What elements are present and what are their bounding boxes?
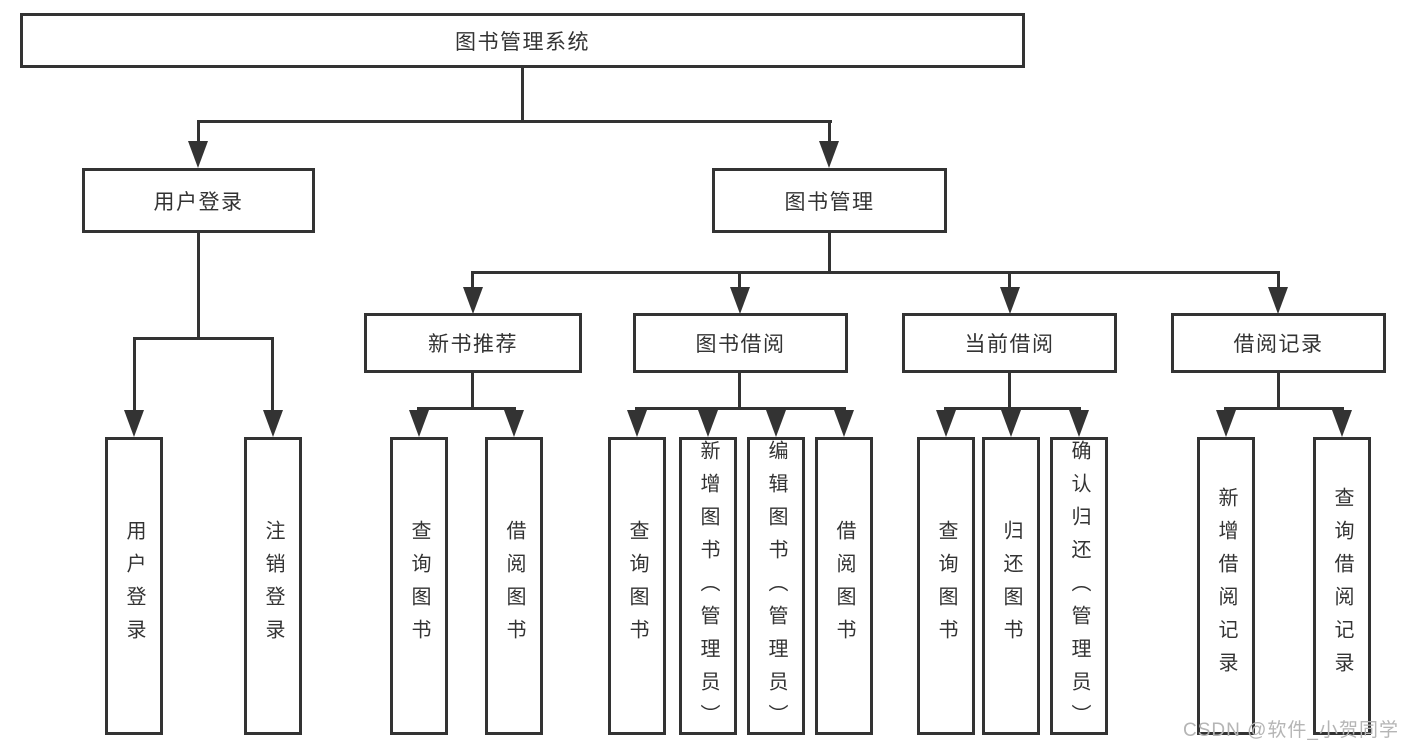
connector-line xyxy=(738,271,741,291)
leaf-confirm-return-admin: 确认归还（管理员） xyxy=(1050,437,1108,737)
csdn-watermark: CSDN @软件_小贺同学 xyxy=(1183,720,1399,741)
arrowhead-down-icon xyxy=(766,410,786,437)
node-book-management: 图书管理 xyxy=(712,168,947,233)
node-user-login: 用户登录 xyxy=(82,168,315,233)
connector-line xyxy=(133,337,136,412)
leaf-query-books-borrow: 查询图书 xyxy=(608,437,666,735)
connector-line xyxy=(944,407,1081,410)
connector-line xyxy=(1008,373,1011,409)
arrowhead-down-icon xyxy=(1001,410,1021,437)
connector-line xyxy=(133,337,274,340)
connector-line xyxy=(471,271,1280,274)
connector-line xyxy=(1277,373,1280,409)
connector-line xyxy=(471,271,474,291)
node-book-borrow: 图书借阅 xyxy=(633,313,848,373)
leaf-logout: 注销登录 xyxy=(244,437,302,735)
arrowhead-down-icon xyxy=(188,141,208,168)
leaf-add-borrow-record: 新增借阅记录 xyxy=(1197,437,1255,735)
connector-line xyxy=(197,120,200,148)
node-library-management-system: 图书管理系统 xyxy=(20,13,1025,68)
node-new-book-recommend: 新书推荐 xyxy=(364,313,582,373)
connector-line xyxy=(828,120,831,148)
connector-line xyxy=(1224,407,1344,410)
leaf-borrow-books: 借阅图书 xyxy=(815,437,873,735)
arrowhead-down-icon xyxy=(698,410,718,437)
leaf-add-book-admin: 新增图书（管理员） xyxy=(679,437,737,737)
arrowhead-down-icon xyxy=(1000,287,1020,314)
connector-line xyxy=(738,373,741,409)
connector-line xyxy=(1277,271,1280,291)
connector-line xyxy=(197,120,832,123)
arrowhead-down-icon xyxy=(263,410,283,437)
arrowhead-down-icon xyxy=(834,410,854,437)
arrowhead-down-icon xyxy=(1216,410,1236,437)
leaf-return-books: 归还图书 xyxy=(982,437,1040,735)
arrowhead-down-icon xyxy=(124,410,144,437)
leaf-user-login: 用户登录 xyxy=(105,437,163,735)
arrowhead-down-icon xyxy=(730,287,750,314)
connector-line xyxy=(417,407,516,410)
arrowhead-down-icon xyxy=(819,141,839,168)
leaf-edit-book-admin: 编辑图书（管理员） xyxy=(747,437,805,737)
connector-line xyxy=(521,68,524,121)
node-borrow-records: 借阅记录 xyxy=(1171,313,1386,373)
leaf-query-borrow-record: 查询借阅记录 xyxy=(1313,437,1371,735)
arrowhead-down-icon xyxy=(409,410,429,437)
leaf-query-books-recommend: 查询图书 xyxy=(390,437,448,735)
arrowhead-down-icon xyxy=(1332,410,1352,437)
leaf-borrow-books-recommend: 借阅图书 xyxy=(485,437,543,735)
connector-line xyxy=(1008,271,1011,291)
arrowhead-down-icon xyxy=(627,410,647,437)
arrowhead-down-icon xyxy=(463,287,483,314)
connector-line xyxy=(197,233,200,340)
connector-line xyxy=(828,233,831,274)
connector-line xyxy=(471,373,474,409)
node-current-borrow: 当前借阅 xyxy=(902,313,1117,373)
connector-line xyxy=(635,407,846,410)
leaf-query-books-current: 查询图书 xyxy=(917,437,975,735)
arrowhead-down-icon xyxy=(1069,410,1089,437)
arrowhead-down-icon xyxy=(504,410,524,437)
connector-line xyxy=(271,337,274,412)
arrowhead-down-icon xyxy=(1268,287,1288,314)
arrowhead-down-icon xyxy=(936,410,956,437)
